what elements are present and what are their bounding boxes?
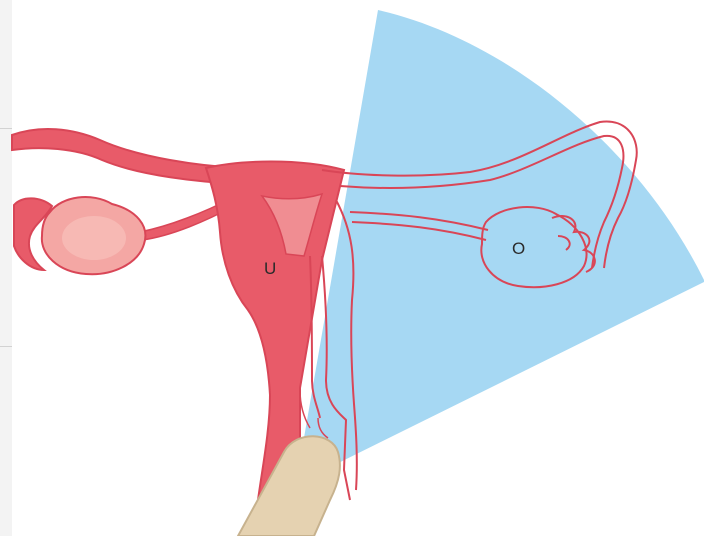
ultrasound-beam: [296, 10, 704, 484]
uterus-label: U: [264, 259, 276, 278]
left-fallopian-tube: [12, 129, 240, 184]
ultrasound-probe[interactable]: [238, 436, 340, 536]
ovary-label: O: [512, 239, 525, 258]
